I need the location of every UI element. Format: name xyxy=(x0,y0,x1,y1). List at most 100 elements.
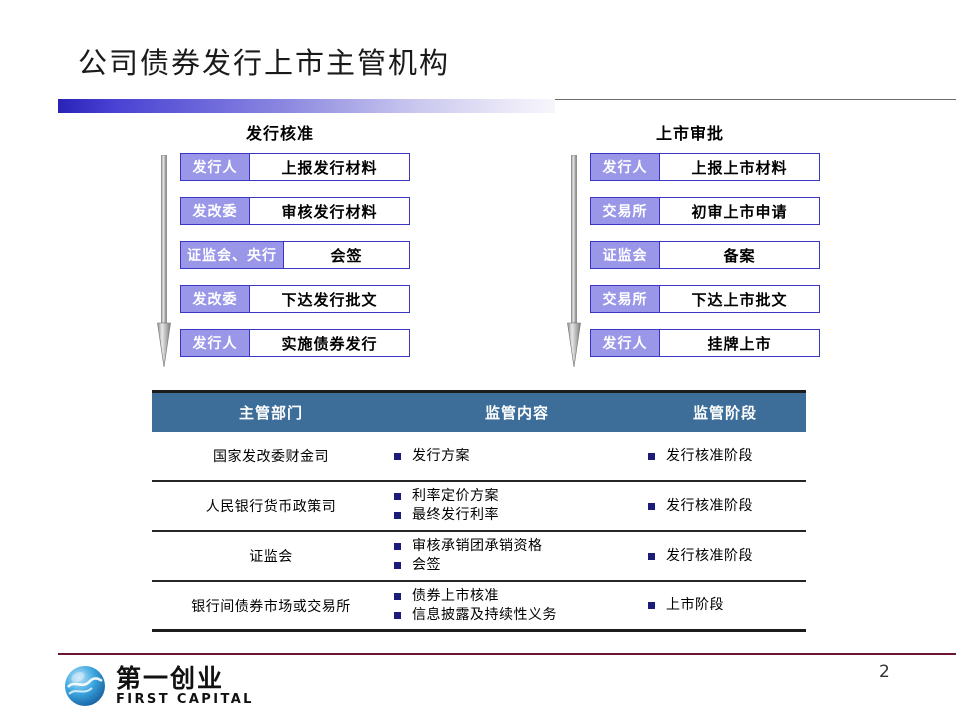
table-cell-content: 发行方案 xyxy=(390,443,644,470)
flowchart-listing-approval: 上市审批 发行人 上报上市材料 交易所 初审上市申请 证监会 备案 xyxy=(560,120,820,367)
regulators-table: 主管部门 监管内容 监管阶段 国家发改委财金司 发行方案 发行核准阶段 人民银行… xyxy=(152,390,806,632)
flow-row: 交易所 下达上市批文 xyxy=(590,285,820,313)
down-arrow-icon xyxy=(567,155,581,367)
flow-actor-cell: 发行人 xyxy=(590,329,660,357)
flow-action-cell: 上报上市材料 xyxy=(660,153,820,181)
bullet-text: 信息披露及持续性义务 xyxy=(412,606,557,623)
flow-action-cell: 审核发行材料 xyxy=(250,197,410,225)
bullet-item: 债券上市核准 xyxy=(394,587,644,606)
flow-action-cell: 上报发行材料 xyxy=(250,153,410,181)
logo-english-name: FIRST CAPITAL xyxy=(116,691,254,707)
square-bullet-icon xyxy=(394,611,401,619)
table-cell-dept: 国家发改委财金司 xyxy=(213,449,329,465)
square-bullet-icon xyxy=(394,543,401,550)
square-bullet-icon xyxy=(648,552,655,560)
title-gradient-bar xyxy=(58,99,555,113)
square-bullet-icon xyxy=(394,592,401,600)
table-cell-dept: 人民银行货币政策司 xyxy=(205,499,337,515)
flow-action-cell: 初审上市申请 xyxy=(660,197,820,225)
flow-action-cell: 挂牌上市 xyxy=(660,329,820,357)
table-row: 人民银行货币政策司 利率定价方案 最终发行利率 发行核准阶段 xyxy=(152,482,806,532)
table-cell-content: 利率定价方案 最终发行利率 xyxy=(390,483,644,529)
bullet-text: 最终发行利率 xyxy=(412,507,499,523)
flowchart-caption: 发行核准 xyxy=(245,124,314,143)
flowchart-caption: 上市审批 xyxy=(655,124,724,143)
bullet-text: 上市阶段 xyxy=(666,597,724,613)
bullet-item: 会签 xyxy=(394,556,644,575)
square-bullet-icon xyxy=(648,452,655,460)
bullet-text: 利率定价方案 xyxy=(412,488,499,504)
bullet-text: 会签 xyxy=(412,557,441,573)
flow-action-cell: 实施债券发行 xyxy=(250,329,410,357)
table-header-dept: 主管部门 xyxy=(238,404,303,422)
bullet-item: 上市阶段 xyxy=(648,596,806,615)
bullet-item: 发行方案 xyxy=(394,447,644,466)
flow-row: 发行人 上报发行材料 xyxy=(180,153,410,181)
flowchart-issuance-approval: 发行核准 发行人 上报发行材料 发改委 审核发行材料 证监会、央行 会签 xyxy=(150,120,410,367)
flow-action-cell: 备案 xyxy=(660,241,820,269)
table-header-stage: 监管阶段 xyxy=(692,404,757,422)
flow-row: 发改委 审核发行材料 xyxy=(180,197,410,225)
logo-chinese-name: 第一创业 xyxy=(116,663,225,693)
bullet-text: 发行核准阶段 xyxy=(666,497,753,514)
flow-actor-cell: 证监会、央行 xyxy=(180,241,284,269)
page-title: 公司债券发行上市主管机构 xyxy=(78,46,451,80)
flow-actor-cell: 发行人 xyxy=(590,153,660,181)
table-row: 证监会 审核承销团承销资格 会签 发行核准阶段 xyxy=(152,532,806,582)
company-logo: 第一创业 FIRST CAPITAL xyxy=(62,660,254,712)
down-arrow-icon xyxy=(157,155,171,367)
table-row: 国家发改委财金司 发行方案 发行核准阶段 xyxy=(152,432,806,482)
square-bullet-icon xyxy=(394,452,401,460)
bullet-item: 发行核准阶段 xyxy=(648,547,806,566)
square-bullet-icon xyxy=(394,493,401,500)
bullet-item: 信息披露及持续性义务 xyxy=(394,606,644,625)
table-cell-stage: 发行核准阶段 xyxy=(644,443,806,470)
square-bullet-icon xyxy=(394,562,401,569)
square-bullet-icon xyxy=(648,502,655,510)
flow-action-cell: 下达上市批文 xyxy=(660,285,820,313)
bullet-item: 发行核准阶段 xyxy=(648,447,806,466)
flow-actor-cell: 证监会 xyxy=(590,241,660,269)
flowchart-body: 发行人 上报发行材料 发改委 审核发行材料 证监会、央行 会签 发改委 下达发行… xyxy=(150,153,410,367)
bullet-text: 发行方案 xyxy=(412,447,470,464)
table-cell-content: 债券上市核准 信息披露及持续性义务 xyxy=(390,583,644,629)
bullet-text: 债券上市核准 xyxy=(412,587,499,604)
table-header-row: 主管部门 监管内容 监管阶段 xyxy=(152,390,806,432)
bullet-item: 利率定价方案 xyxy=(394,487,644,506)
flow-actor-cell: 交易所 xyxy=(590,197,660,225)
page-number: 2 xyxy=(879,662,890,682)
logo-text-block: 第一创业 FIRST CAPITAL xyxy=(116,663,254,707)
flow-row: 发行人 挂牌上市 xyxy=(590,329,820,357)
table-cell-dept: 证监会 xyxy=(249,549,293,565)
bullet-item: 审核承销团承销资格 xyxy=(394,537,644,556)
flow-row: 证监会 备案 xyxy=(590,241,820,269)
table-cell-content: 审核承销团承销资格 会签 xyxy=(390,533,644,579)
flow-action-cell: 会签 xyxy=(284,241,410,269)
table-row: 银行间债券市场或交易所 债券上市核准 信息披露及持续性义务 上市阶段 xyxy=(152,582,806,632)
table-cell-stage: 发行核准阶段 xyxy=(644,543,806,570)
footer-divider-rule xyxy=(58,653,956,655)
table-cell-stage: 发行核准阶段 xyxy=(644,493,806,520)
flow-actor-cell: 发行人 xyxy=(180,329,250,357)
table-cell-stage: 上市阶段 xyxy=(644,592,806,619)
flow-actor-cell: 发行人 xyxy=(180,153,250,181)
bullet-text: 审核承销团承销资格 xyxy=(412,538,543,554)
bullet-item: 最终发行利率 xyxy=(394,506,644,525)
table-cell-dept: 银行间债券市场或交易所 xyxy=(191,598,351,615)
flow-row: 交易所 初审上市申请 xyxy=(590,197,820,225)
table-header-content: 监管内容 xyxy=(484,404,549,422)
bullet-item: 发行核准阶段 xyxy=(648,497,806,516)
flow-actor-cell: 发改委 xyxy=(180,285,250,313)
flowchart-body: 发行人 上报上市材料 交易所 初审上市申请 证监会 备案 交易所 下达上市批文 … xyxy=(560,153,820,367)
flow-row: 证监会、央行 会签 xyxy=(180,241,410,269)
globe-logo-icon xyxy=(65,666,105,706)
flow-row: 发行人 上报上市材料 xyxy=(590,153,820,181)
flow-actor-cell: 发改委 xyxy=(180,197,250,225)
flow-row: 发改委 下达发行批文 xyxy=(180,285,410,313)
square-bullet-icon xyxy=(394,512,401,519)
flow-row: 发行人 实施债券发行 xyxy=(180,329,410,357)
flow-actor-cell: 交易所 xyxy=(590,285,660,313)
flow-action-cell: 下达发行批文 xyxy=(250,285,410,313)
bullet-text: 发行核准阶段 xyxy=(666,547,753,564)
bullet-text: 发行核准阶段 xyxy=(666,447,753,464)
